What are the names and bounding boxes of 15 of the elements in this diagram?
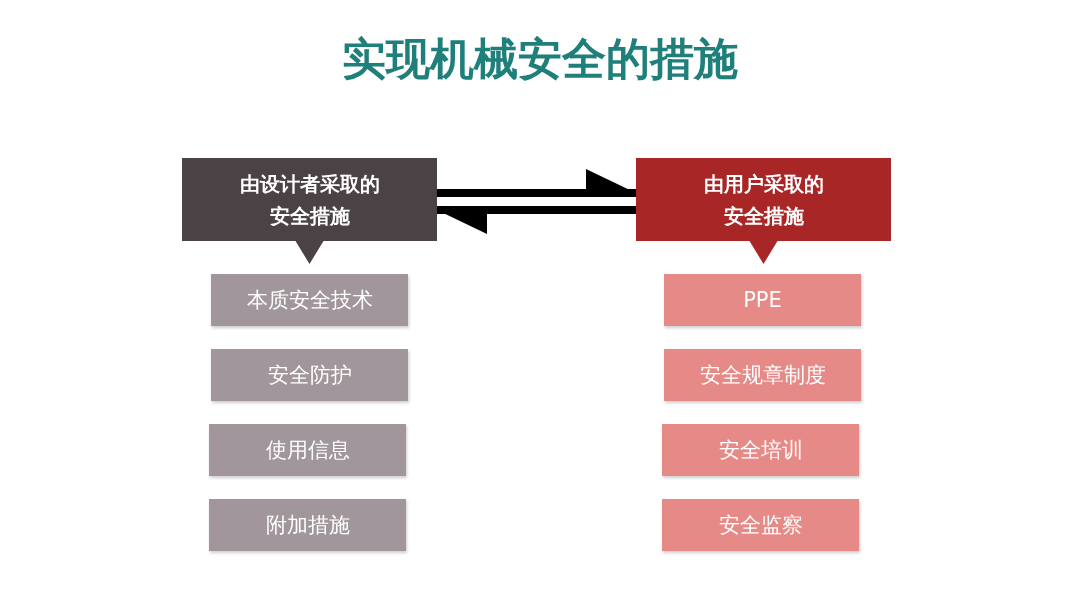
measure-box: 安全培训 (662, 424, 859, 476)
half-arrow (437, 206, 636, 234)
measure-box: 安全监察 (662, 499, 859, 551)
measure-box: 使用信息 (209, 424, 406, 476)
callout-box (182, 158, 437, 264)
callout-heading: 由设计者采取的安全措施 (238, 170, 381, 230)
callout-heading: 由用户采取的安全措施 (702, 170, 825, 230)
measure-box: 安全防护 (211, 349, 408, 401)
title: 实现机械安全的措施 (341, 32, 739, 86)
measure-box: PPE (664, 274, 861, 326)
callout-box (636, 158, 891, 264)
measure-box: 附加措施 (209, 499, 406, 551)
measure-box: 安全规章制度 (664, 349, 861, 401)
half-arrow (437, 169, 636, 197)
measure-box: 本质安全技术 (211, 274, 408, 326)
